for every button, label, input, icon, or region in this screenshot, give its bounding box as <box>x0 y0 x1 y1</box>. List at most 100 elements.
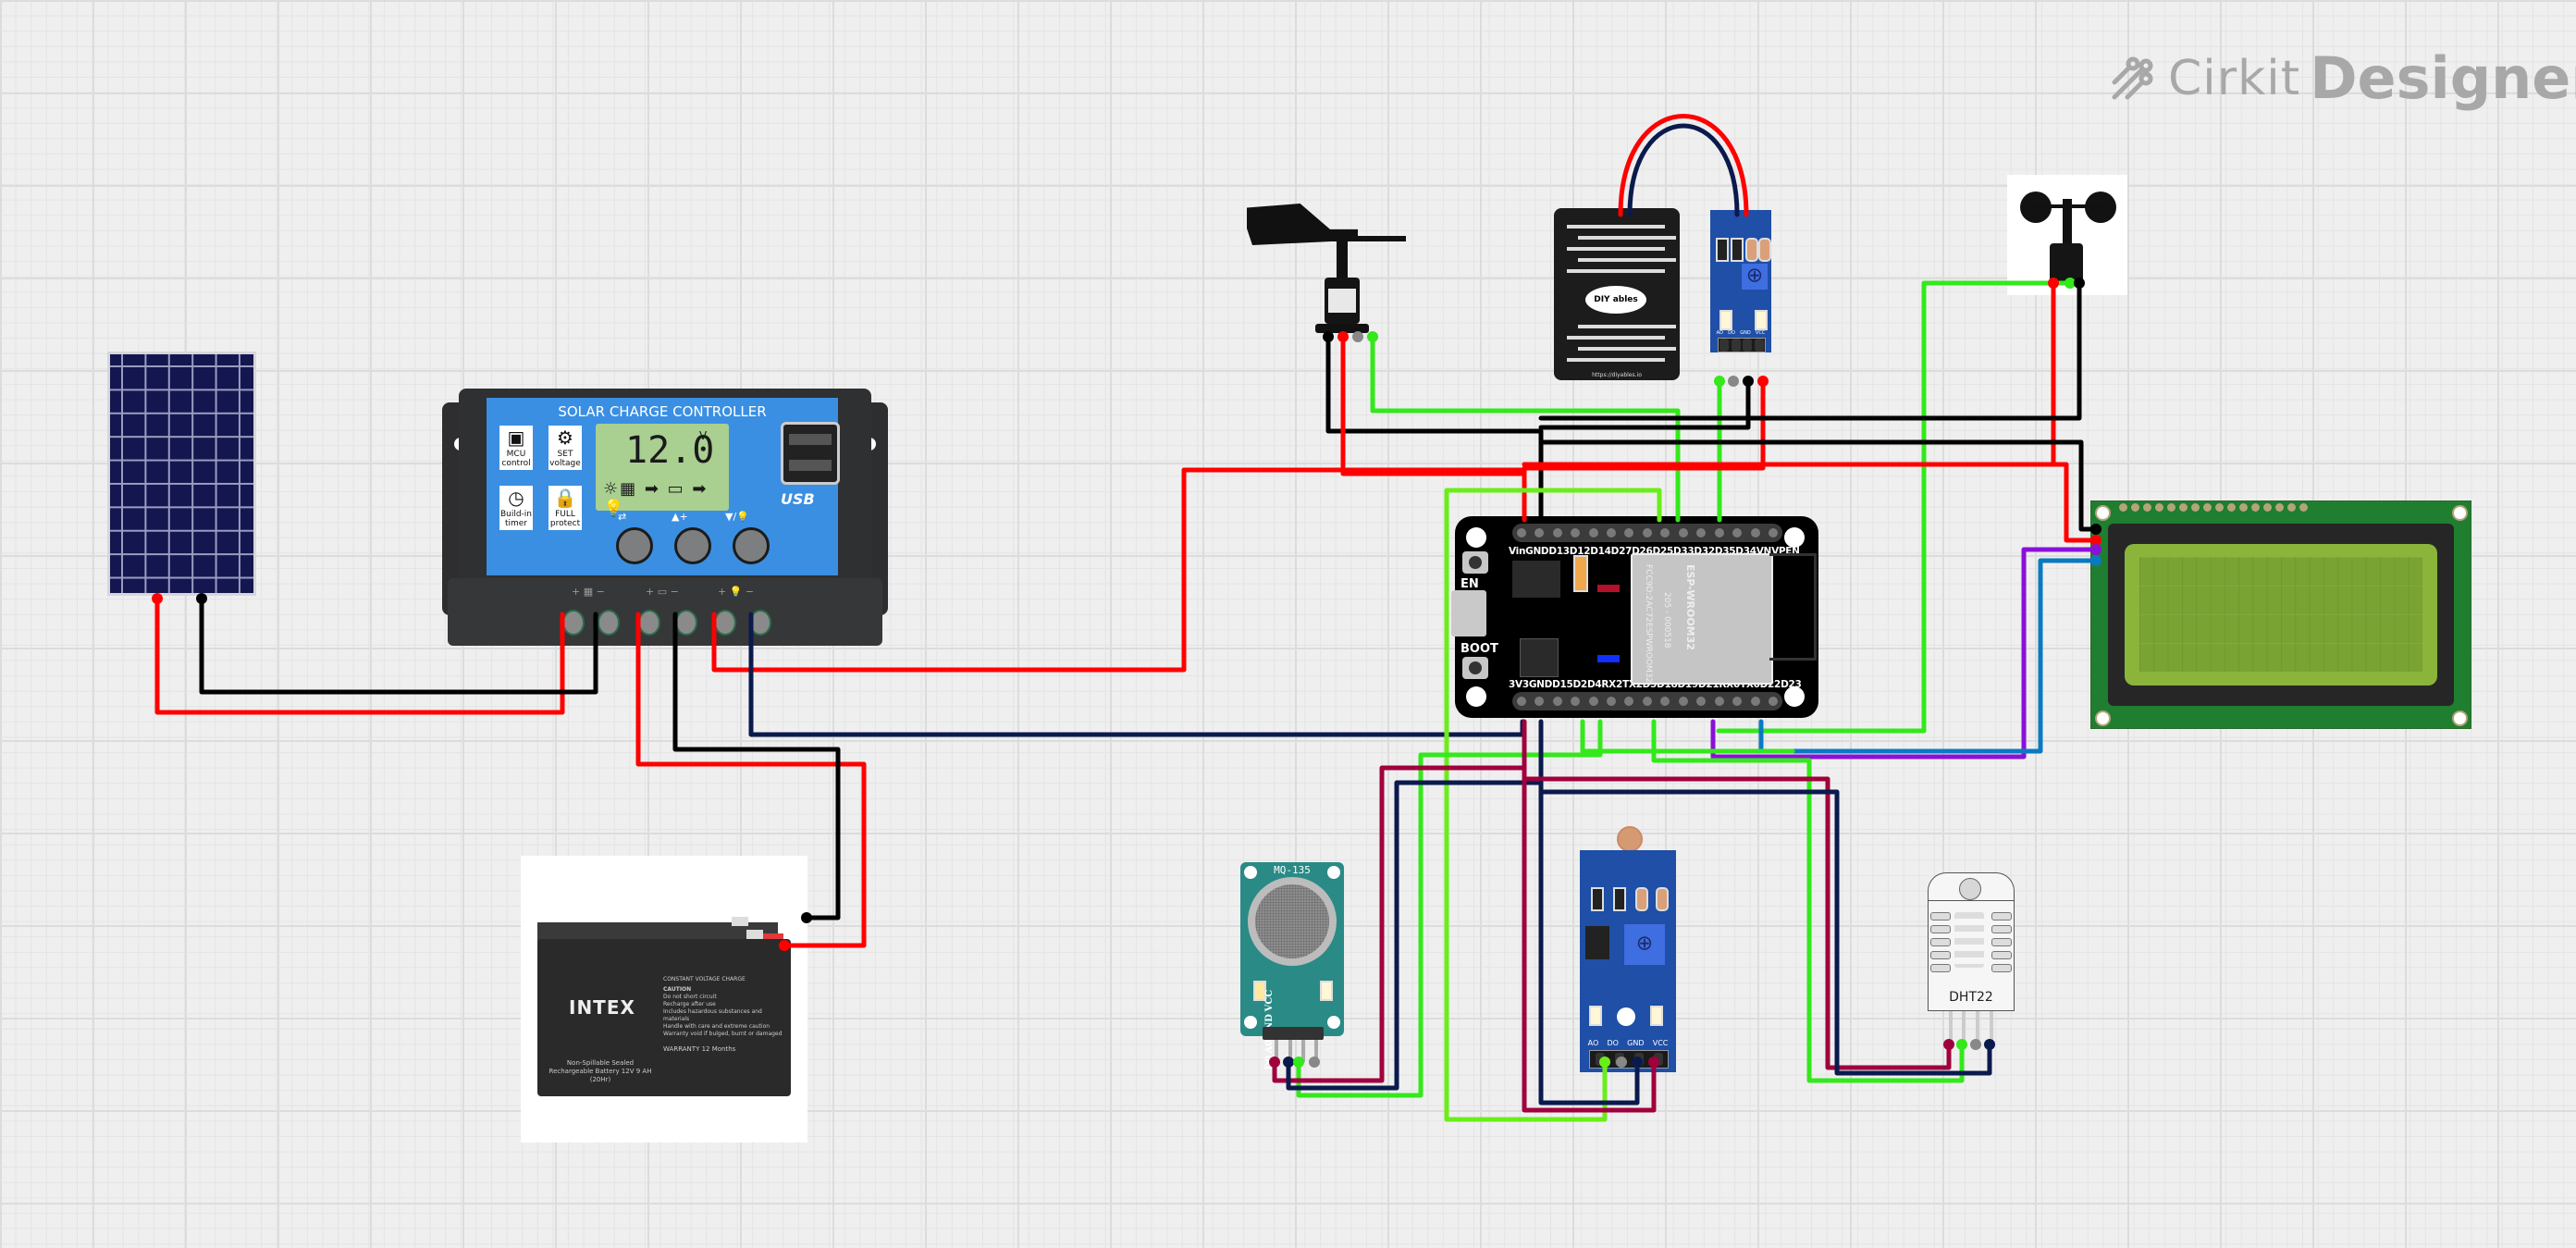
solar-neg-terminal[interactable] <box>598 610 620 636</box>
wind-vane[interactable] <box>1230 185 1415 342</box>
load-pos-terminal[interactable] <box>714 610 736 636</box>
wire-lcd-sda[interactable] <box>1710 547 2099 760</box>
mq-leg <box>1314 1029 1318 1062</box>
lcd-bezel <box>2108 524 2454 706</box>
anemometer[interactable] <box>2007 175 2127 295</box>
solar-pos-terminal[interactable] <box>562 610 585 636</box>
usb-port <box>781 422 840 485</box>
esp-wroom32-module: ESP-WROOM32 FCC9D:2AC72ESPWROOM32 205 - … <box>1631 553 1773 685</box>
gas-sensor-element <box>1248 877 1337 966</box>
wire-mq-vcc[interactable] <box>1272 719 1527 1083</box>
wire-rain-vcc[interactable] <box>1522 378 1766 471</box>
mq-leg <box>1275 1029 1278 1062</box>
wire-ldr-gnd[interactable] <box>1538 789 1640 1106</box>
wire-lcd-vcc[interactable] <box>1522 462 2099 543</box>
lcd-header-pad <box>2179 503 2188 512</box>
potentiometer[interactable] <box>1742 264 1768 290</box>
boot-button-label: BOOT <box>1461 642 1498 656</box>
wire-ldr-vcc[interactable] <box>1522 776 1657 1113</box>
controller-housing: SOLAR CHARGE CONTROLLER ▣MCU control ⚙SE… <box>459 389 871 583</box>
dht22-sensor[interactable]: DHT22 <box>1928 872 2015 1011</box>
wire-lcd-scl[interactable] <box>1758 558 2099 754</box>
wire-rain-gnd[interactable] <box>1538 378 1751 430</box>
lcd-header-pad <box>2155 503 2163 512</box>
lcd-header-pad <box>2167 503 2175 512</box>
wire-lcd-gnd[interactable] <box>1538 439 2099 532</box>
wire-mq-gnd[interactable] <box>1286 719 1544 1091</box>
wire-vane-vcc[interactable] <box>1340 334 1527 476</box>
lcd-display[interactable] <box>2090 500 2471 729</box>
diyables-logo: DIY ables <box>1585 286 1646 314</box>
rain-module-header <box>1718 338 1766 352</box>
wire-solar-pos[interactable] <box>154 596 565 715</box>
red-led <box>1597 585 1620 592</box>
voltage-regulator <box>1512 561 1560 598</box>
wire-load-pos-vin[interactable] <box>711 467 1527 673</box>
battery-12v[interactable]: INTEX Non-Spillable Sealed Rechargeable … <box>521 856 807 1143</box>
up-button-glyph: ▲+ <box>672 511 688 523</box>
wire-anemo-gnd[interactable] <box>1538 280 2082 421</box>
photoresistor <box>1617 826 1643 852</box>
up-button[interactable] <box>674 527 711 564</box>
do-led <box>1589 1006 1602 1026</box>
gear-icon: ⚙SET voltage <box>548 426 582 470</box>
voltage-readout: 12.0 <box>625 429 715 472</box>
solar-charge-controller[interactable]: SOLAR CHARGE CONTROLLER ▣MCU control ⚙SE… <box>442 389 888 646</box>
en-button[interactable] <box>1462 551 1488 574</box>
battery-caution: CONSTANT VOLTAGE CHARGE CAUTION Do not s… <box>663 976 783 1053</box>
battery-pos-terminal[interactable] <box>638 610 660 636</box>
lcd-header-pad <box>2203 503 2212 512</box>
mounting-hole <box>1617 1007 1635 1026</box>
wire-d2[interactable] <box>1580 719 1795 754</box>
lcd-header-pad <box>2263 503 2272 512</box>
wire-battery-neg[interactable] <box>672 612 841 921</box>
down-button[interactable] <box>733 527 770 564</box>
lcd-header-pad <box>2143 503 2151 512</box>
battery-neg-terminal[interactable] <box>675 610 697 636</box>
wire-solar-neg[interactable] <box>199 596 598 695</box>
mq-leg <box>1301 1029 1305 1062</box>
en-button-label: EN <box>1461 577 1479 591</box>
anemometer-shaft <box>2063 199 2072 245</box>
wire-vane-gnd[interactable] <box>1325 334 1544 523</box>
wire-dht-data[interactable] <box>1651 719 1965 1083</box>
clock-icon: ◷Build-in timer <box>499 486 533 530</box>
energy-flow-icons: ☼▦ ➡ ▭ ➡ 💡 <box>603 479 709 518</box>
lcd-character-grid <box>2139 557 2422 672</box>
dht-leg <box>1990 1011 1993 1044</box>
wire-battery-pos[interactable] <box>635 612 867 948</box>
lcd-header-pad <box>2239 503 2248 512</box>
boot-button[interactable] <box>1462 657 1488 679</box>
pin-endpoint[interactable] <box>1728 376 1739 387</box>
anemometer-housing <box>2050 243 2083 284</box>
dht22-vent <box>1959 878 1981 900</box>
lcd-header-pad <box>2251 503 2260 512</box>
menu-button[interactable] <box>616 527 653 564</box>
lcd-header-pad <box>2287 503 2296 512</box>
lcd-screen <box>2125 544 2437 686</box>
solar-panel[interactable] <box>107 352 256 596</box>
wire-anemo-signal[interactable] <box>1716 280 2073 734</box>
battery-spec: Non-Spillable Sealed Rechargeable Batter… <box>548 1059 652 1083</box>
dht22-label: DHT22 <box>1949 990 1993 1005</box>
usb-label: USB <box>781 490 815 508</box>
brand-prefix: Cirkit <box>2168 50 2301 106</box>
vane-rod <box>1332 236 1406 241</box>
lcd-header-pad <box>2131 503 2139 512</box>
controller-panel: SOLAR CHARGE CONTROLLER ▣MCU control ⚙SE… <box>487 398 840 575</box>
cirkit-designer-logo: Cirkit Designer <box>2111 44 2576 112</box>
controller-lcd: 12.0 V ☼▦ ➡ ▭ ➡ 💡 <box>596 424 729 518</box>
rain-sensor-plate[interactable]: DIY ables https://diyables.io <box>1554 208 1680 380</box>
rain-sensor-url: https://diyables.io <box>1592 372 1642 378</box>
battery-terminal-pos <box>746 930 763 939</box>
capacitor <box>1573 555 1588 592</box>
sensitivity-potentiometer[interactable] <box>1624 924 1665 965</box>
pcb-antenna <box>1769 553 1817 661</box>
lm393-chip <box>1585 926 1609 959</box>
dht-leg <box>1949 1011 1953 1044</box>
dht-leg <box>1976 1011 1979 1044</box>
